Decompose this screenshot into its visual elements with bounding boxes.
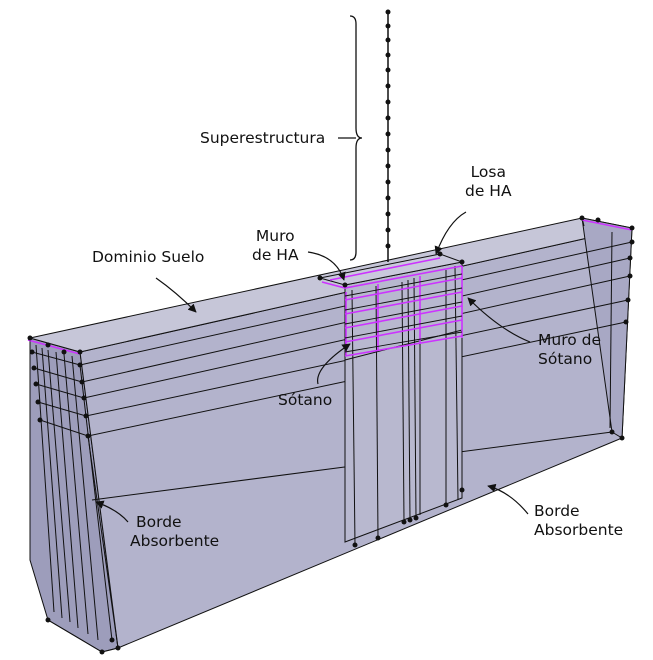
label-muro-de-ha: Muro de HA xyxy=(252,227,299,265)
label-dominio-suelo: Dominio Suelo xyxy=(92,248,205,266)
label-muro-sotano-line1: Muro de xyxy=(538,331,602,349)
muro-ha-arrow xyxy=(307,251,346,281)
label-sotano: Sótano xyxy=(278,391,333,409)
label-muro-ha-line1: Muro xyxy=(255,227,295,245)
label-borde-absorbente-right: Borde Absorbente xyxy=(534,502,623,540)
label-superestructura: Superestructura xyxy=(200,129,326,147)
label-borde-right-line2: Absorbente xyxy=(534,521,624,539)
label-borde-left-line2: Absorbente xyxy=(130,532,220,550)
losa-arrow xyxy=(434,211,467,255)
superestructura-bracket xyxy=(349,15,363,261)
leader-arrows xyxy=(95,137,531,523)
soil-mesh-nodes xyxy=(27,215,635,655)
label-losa-line2: de HA xyxy=(465,182,512,200)
muro-sotano-arrow xyxy=(467,297,531,343)
label-borde-absorbente-left: Borde Absorbente xyxy=(130,513,219,551)
soil-domain xyxy=(29,217,633,653)
label-muro-sotano-line2: Sótano xyxy=(538,350,593,368)
borde-left-arrow xyxy=(95,500,129,523)
structure-floors xyxy=(27,219,633,357)
label-borde-right-line1: Borde xyxy=(534,502,580,520)
label-borde-left-line1: Borde xyxy=(136,513,182,531)
basement-block xyxy=(319,253,464,546)
label-losa-de-ha: Losa de HA xyxy=(465,163,512,201)
sotano-arrow xyxy=(317,343,351,385)
dominio-suelo-arrow xyxy=(155,277,197,313)
label-muro-ha-line2: de HA xyxy=(252,246,299,264)
superstructure-nodes xyxy=(385,9,391,249)
label-muro-de-sotano: Muro de Sótano xyxy=(538,331,601,369)
borde-right-arrow xyxy=(487,483,529,515)
label-losa-line1: Losa xyxy=(470,163,506,181)
